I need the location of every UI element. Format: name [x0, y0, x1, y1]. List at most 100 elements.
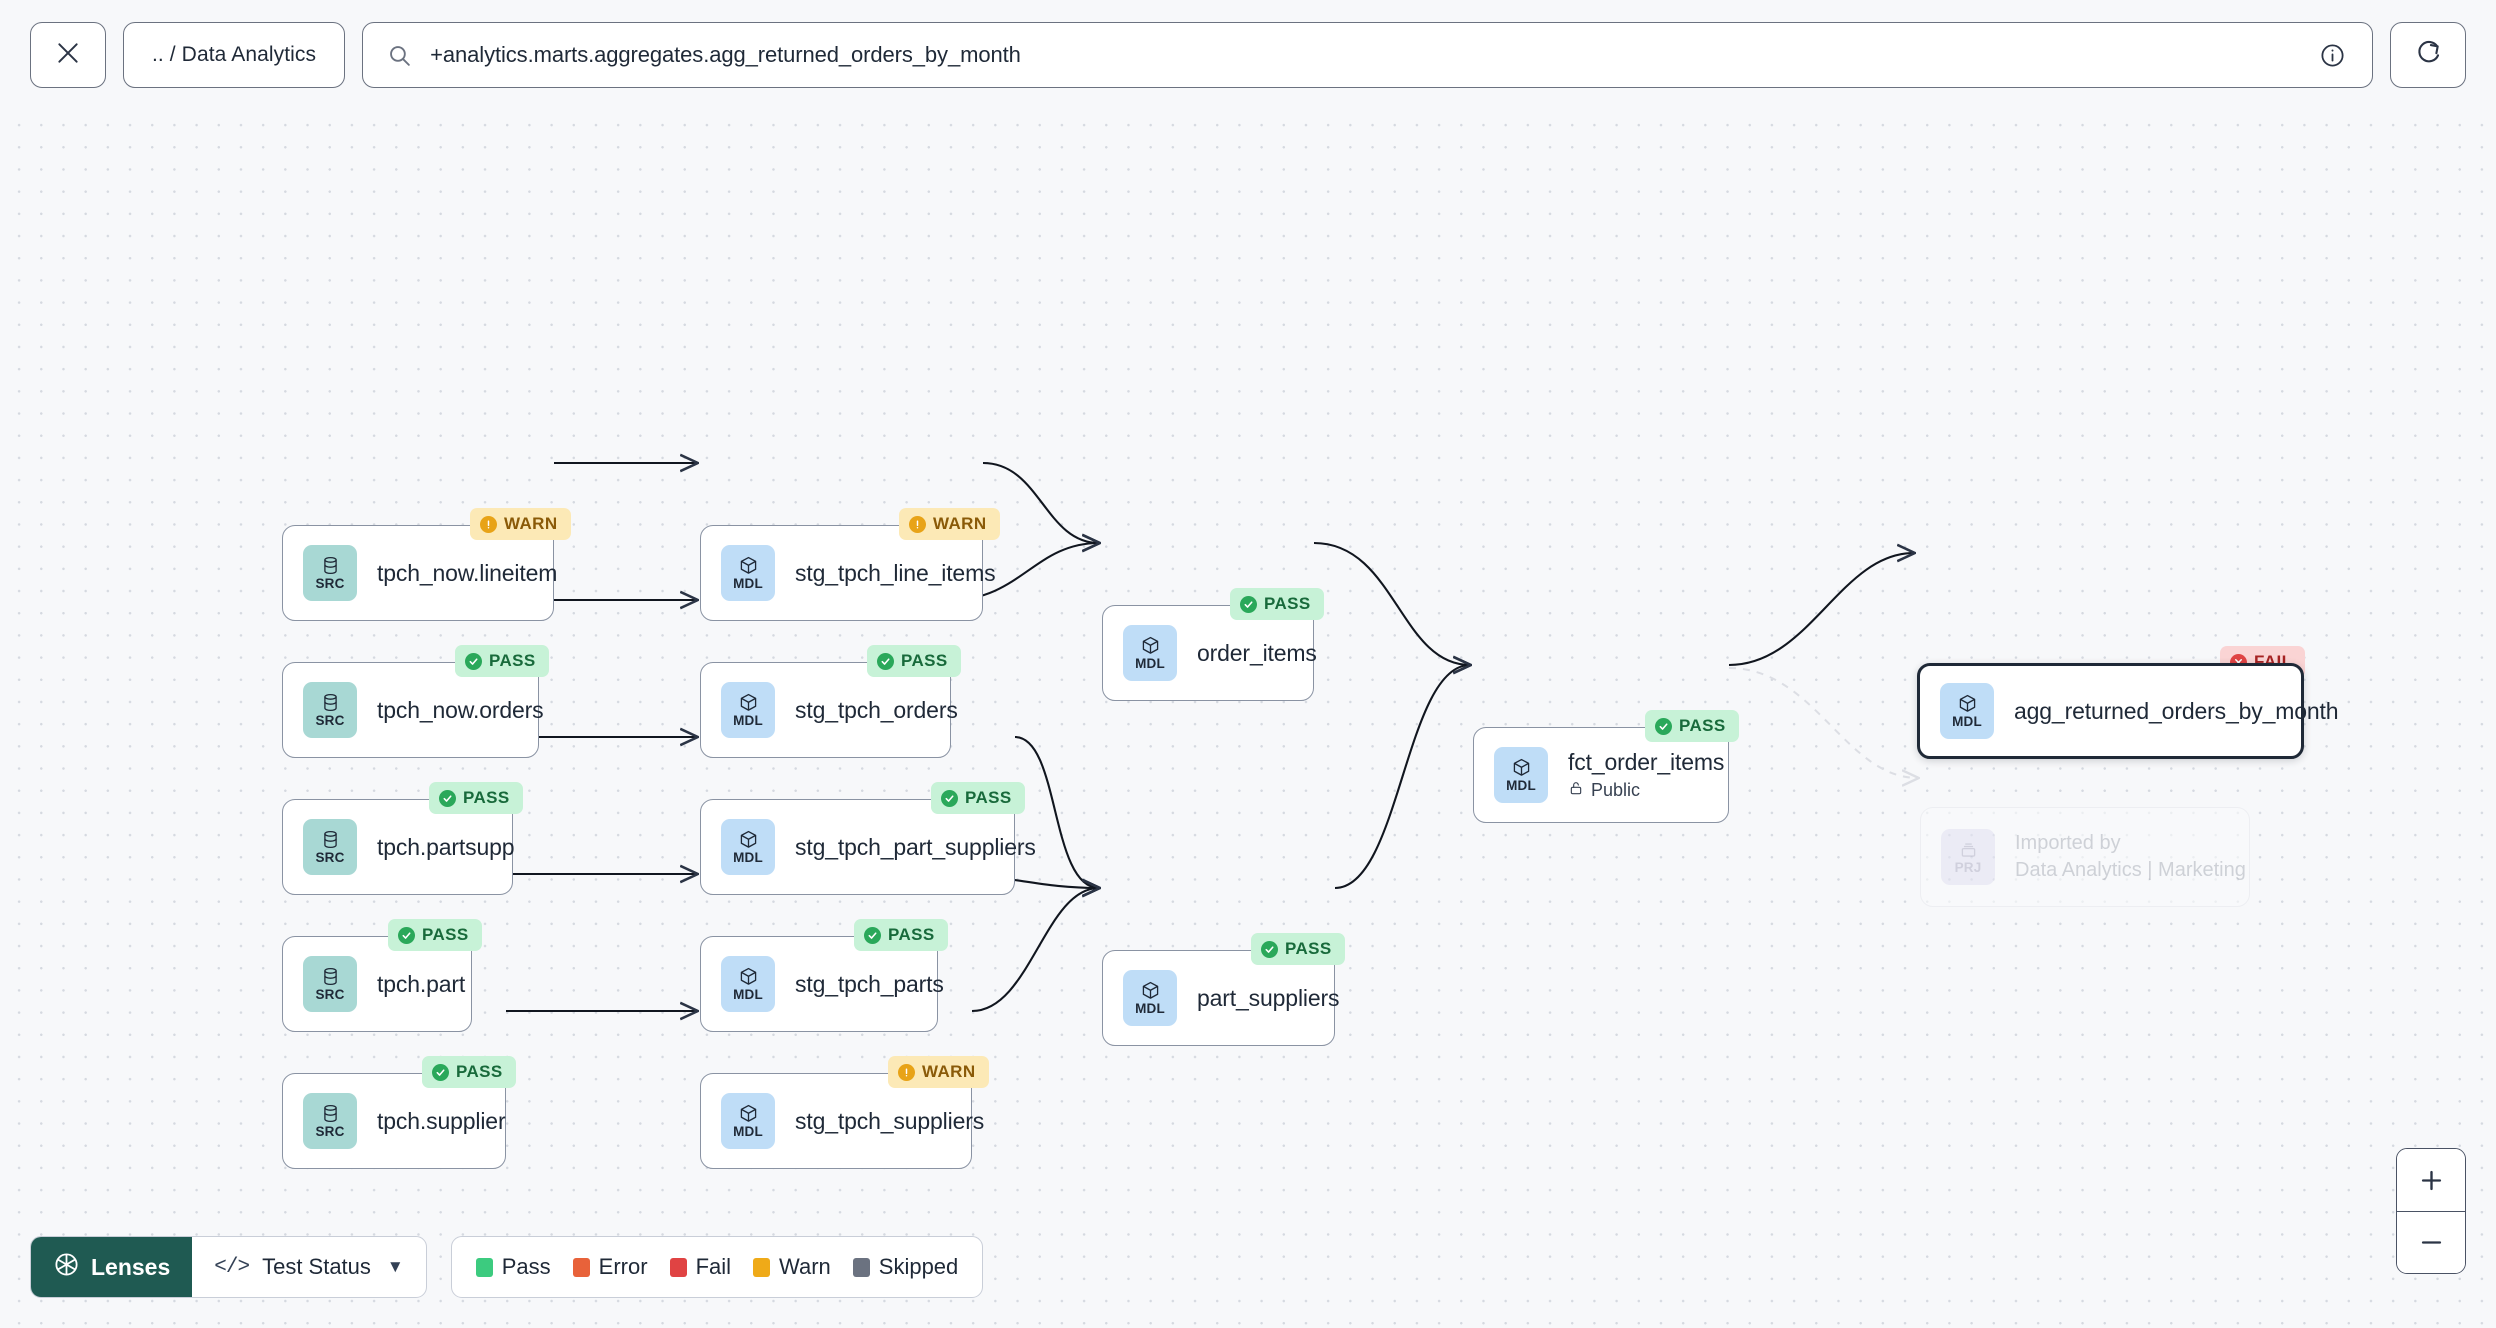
status-legend: Pass Error Fail Warn Skipped [450, 1236, 984, 1298]
lenses-button[interactable]: Lenses [31, 1237, 193, 1297]
bottom-toolbar: Lenses </> Test Status ▼ Pass Error Fail Wa… [30, 1236, 984, 1298]
refresh-button[interactable] [2390, 22, 2466, 88]
src-node-type-icon: SRC [303, 819, 357, 875]
legend-label: Pass [501, 1254, 551, 1279]
status-badge-stg_part_sup[interactable]: PASS [931, 782, 1025, 814]
status-badge-stg_orders[interactable]: PASS [867, 645, 961, 677]
status-pass-icon [941, 789, 958, 807]
breadcrumb[interactable]: .. / Data Analytics [123, 22, 346, 88]
status-badge-order_items[interactable]: PASS [1230, 588, 1324, 620]
node-label: stg_tpch_suppliers [795, 1107, 985, 1134]
status-pass-icon [877, 652, 894, 670]
status-badge-part_suppliers[interactable]: PASS [1251, 933, 1345, 965]
status-badge-src_orders[interactable]: PASS [455, 645, 549, 677]
node-body: part_suppliers [1177, 984, 1340, 1012]
src-node-type-icon: SRC [303, 682, 357, 738]
search-icon [387, 43, 412, 68]
mdl-node-type-icon: MDL [721, 1093, 775, 1149]
node-label: tpch_now.lineitem [377, 559, 558, 586]
graph-node-src_partsupp[interactable]: SRC tpch.partsupp [282, 799, 515, 895]
legend-label: Skipped [878, 1254, 959, 1279]
status-badge-src_lineitem[interactable]: WARN [470, 508, 571, 540]
node-label: stg_tpch_part_suppliers [795, 833, 1036, 860]
refresh-icon [2414, 39, 2442, 72]
search-bar[interactable]: +analytics.marts.aggregates.agg_returned… [362, 22, 2373, 88]
node-type-label: PRJ [1954, 860, 1982, 876]
chevron-down-icon: ▼ [386, 1257, 404, 1276]
legend-item-fail[interactable]: Fail [669, 1254, 731, 1280]
top-toolbar: .. / Data Analytics +analytics.marts.agg… [0, 0, 2496, 110]
graph-node-stg_parts[interactable]: MDL stg_tpch_parts [700, 936, 944, 1032]
info-icon[interactable] [2319, 42, 2346, 69]
unlock-icon [1568, 780, 1584, 801]
zoom-in-button[interactable] [2397, 1149, 2465, 1211]
node-visibility-label: Public [1591, 780, 1641, 800]
status-badge-src_partsupp[interactable]: PASS [429, 782, 523, 814]
status-badge-label: PASS [422, 925, 469, 944]
mdl-node-type-icon: MDL [721, 682, 775, 738]
test-status-dropdown[interactable]: </> Test Status ▼ [192, 1237, 425, 1297]
node-body: tpch_now.lineitem [357, 559, 558, 587]
node-label: tpch.partsupp [377, 833, 515, 860]
status-badge-src_supplier[interactable]: PASS [422, 1056, 516, 1088]
node-type-label: MDL [1506, 778, 1536, 794]
node-body: stg_tpch_part_suppliers [775, 833, 1036, 861]
status-pass-icon [398, 926, 415, 944]
legend-swatch-fail [669, 1257, 687, 1277]
graph-node-stg_suppliers[interactable]: MDL stg_tpch_suppliers [700, 1073, 985, 1169]
zoom-out-button[interactable] [2397, 1211, 2465, 1273]
status-pass-icon [864, 926, 881, 944]
status-badge-label: PASS [901, 651, 948, 670]
status-badge-stg_suppliers[interactable]: WARN [888, 1056, 989, 1088]
legend-swatch-skipped [852, 1257, 870, 1277]
node-label: fct_order_items [1568, 749, 1725, 775]
legend-label: Error [598, 1254, 648, 1279]
close-button[interactable] [30, 22, 106, 88]
legend-item-warn[interactable]: Warn [753, 1254, 831, 1280]
mdl-node-type-icon: MDL [1494, 747, 1548, 803]
legend-item-skipped[interactable]: Skipped [852, 1254, 959, 1280]
status-warn-icon [909, 515, 926, 533]
mdl-node-type-icon: MDL [721, 819, 775, 875]
legend-item-error[interactable]: Error [572, 1254, 648, 1280]
status-badge-src_part[interactable]: PASS [388, 919, 482, 951]
node-label: tpch.supplier [377, 1107, 506, 1134]
status-badge-stg_parts[interactable]: PASS [854, 919, 948, 951]
node-visibility: Public [1568, 780, 1702, 801]
legend-item-pass[interactable]: Pass [475, 1254, 551, 1280]
node-label: part_suppliers [1197, 984, 1340, 1011]
test-status-label: Test Status [262, 1254, 371, 1279]
zoom-controls [2396, 1148, 2466, 1274]
node-body: stg_tpch_parts [775, 971, 944, 998]
status-pass-icon [1655, 717, 1672, 735]
status-pass-icon [439, 789, 456, 807]
node-type-label: MDL [733, 987, 763, 1003]
node-label: stg_tpch_line_items [795, 559, 996, 586]
node-body: tpch.part [357, 971, 471, 998]
node-body: order_items [1177, 640, 1317, 667]
node-label: tpch.part [377, 970, 466, 997]
status-badge-fct_order_items[interactable]: PASS [1645, 710, 1739, 742]
status-warn-icon [480, 515, 497, 533]
status-badge-label: PASS [888, 925, 935, 944]
status-badge-label: WARN [504, 514, 558, 533]
lenses-label: Lenses [91, 1253, 171, 1280]
status-badge-label: PASS [489, 651, 536, 670]
search-input[interactable]: +analytics.marts.aggregates.agg_returned… [430, 42, 1021, 67]
legend-swatch-warn [753, 1257, 771, 1277]
status-badge-label: PASS [463, 788, 510, 807]
mdl-node-type-icon: MDL [721, 545, 775, 601]
status-badge-stg_line_items[interactable]: WARN [899, 508, 1000, 540]
